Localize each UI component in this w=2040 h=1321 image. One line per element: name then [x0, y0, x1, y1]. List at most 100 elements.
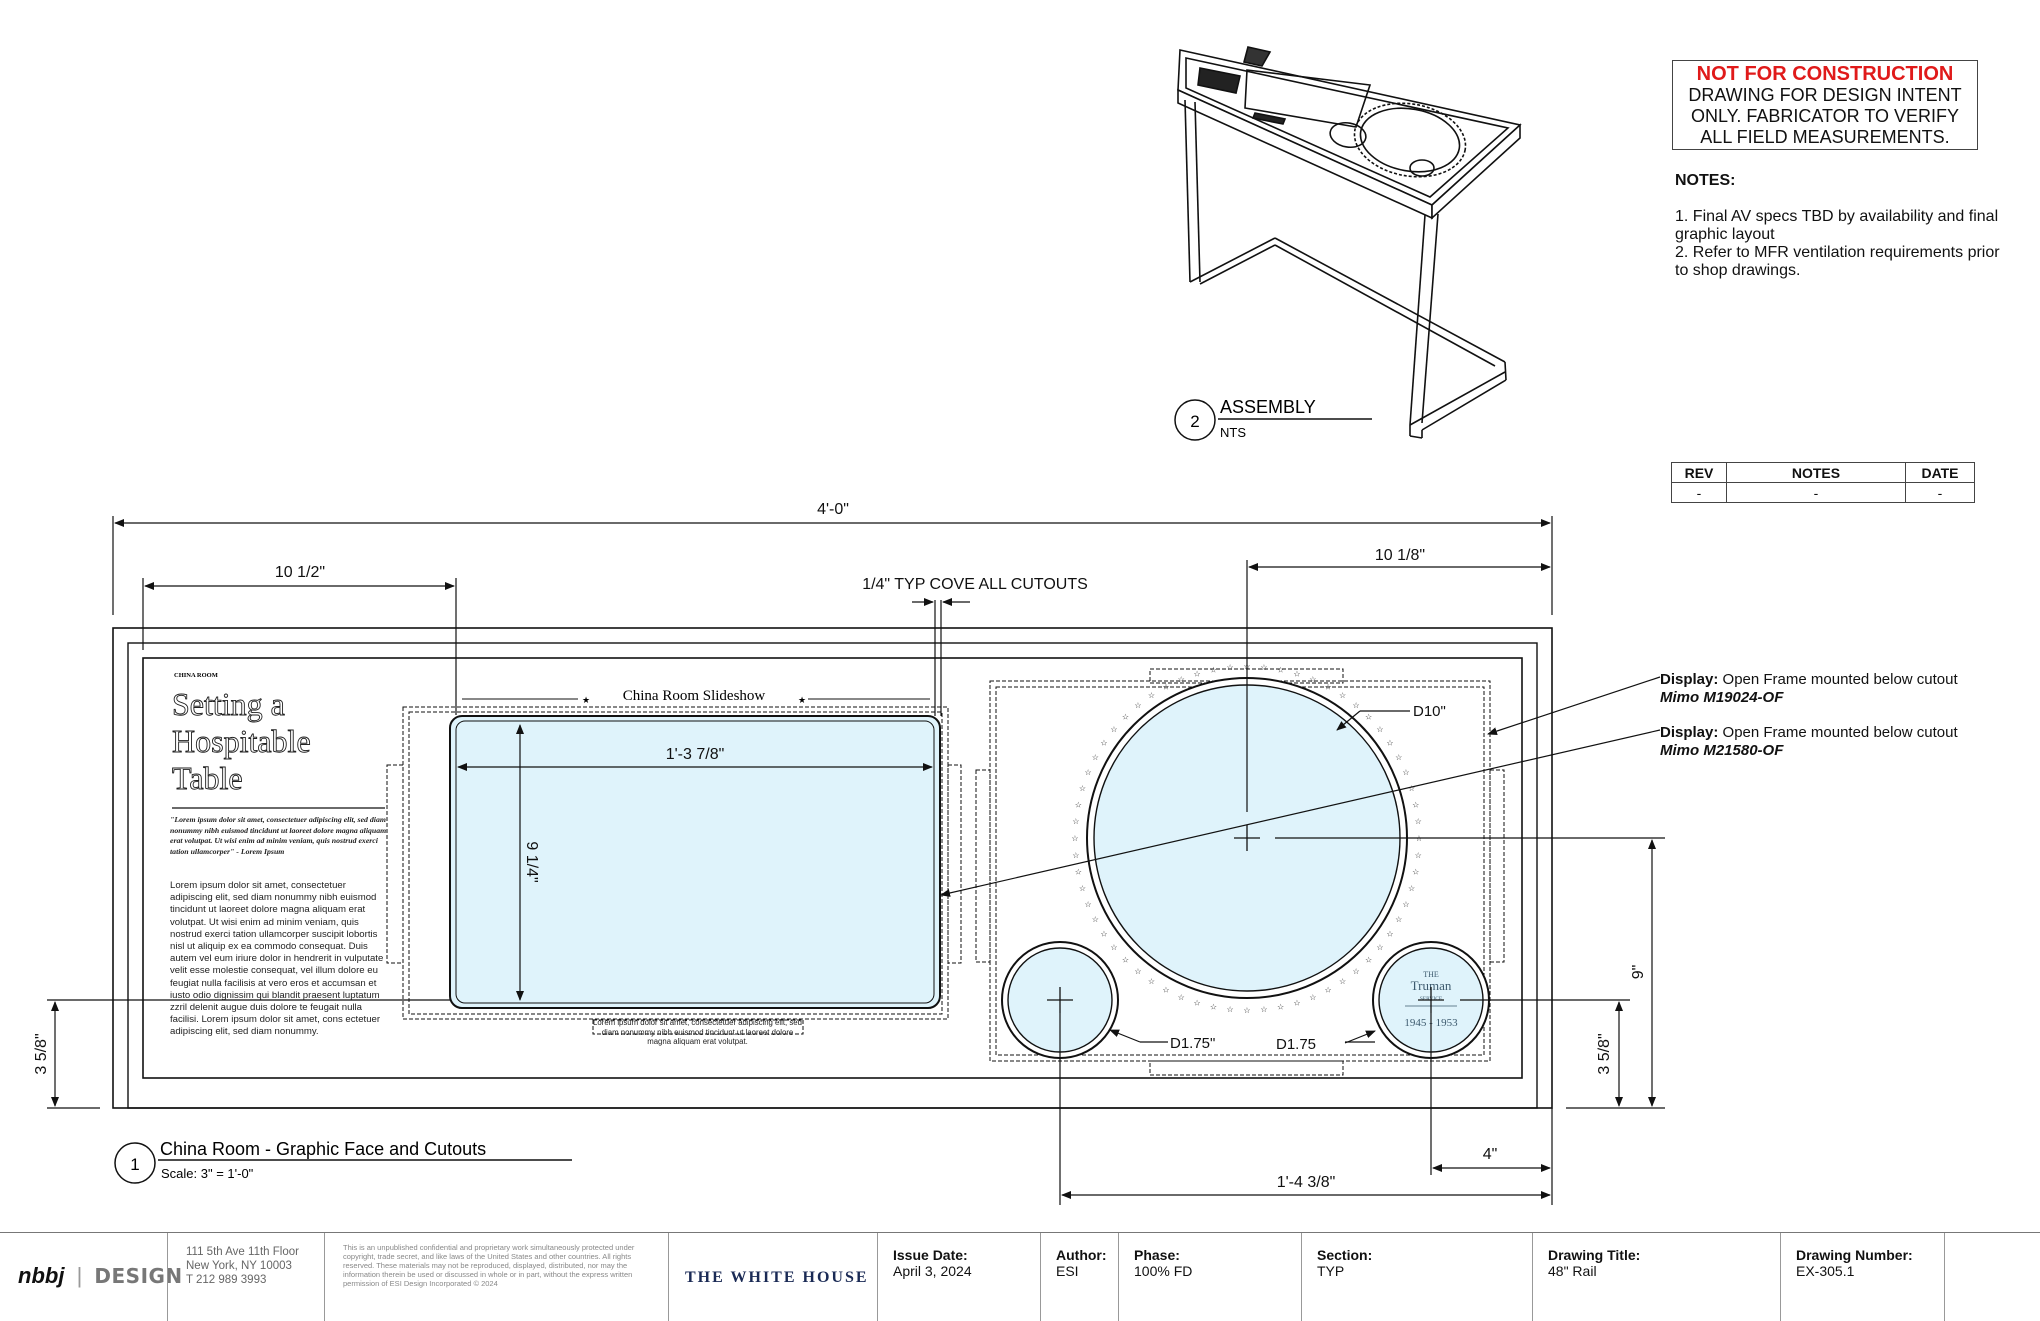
section-label: Section: — [1317, 1247, 1373, 1263]
phase-value: 100% FD — [1134, 1263, 1193, 1279]
callout-2-text: Open Frame mounted below cutout — [1723, 724, 1959, 741]
notes-block: NOTES: 1. Final AV specs TBD by availabi… — [1675, 172, 2005, 280]
dim-screen-width: 1'-3 7/8" — [666, 746, 725, 763]
dim-right-height-low: 3 5/8" — [1596, 1033, 1613, 1074]
stamp-title: NOT FOR CONSTRUCTION — [1696, 63, 1954, 85]
ring-star: ☆ — [1325, 682, 1332, 691]
dimension-labels: 4'-0" 10 1/2" 10 1/8" 1/4" TYP COVE ALL … — [33, 501, 1647, 1191]
rev-cell: - — [1671, 482, 1727, 503]
title-block: nbbj | DESIGN 111 5th Ave 11th Floor New… — [0, 1232, 2040, 1321]
note-item-2: 2. Refer to MFR ventilation requirements… — [1675, 244, 2000, 279]
logo-secondary: DESIGN — [94, 1264, 183, 1288]
assembly-title: ASSEMBLY — [1220, 397, 1316, 417]
ring-star: ☆ — [1293, 669, 1300, 678]
dim-left-height: 3 5/8" — [33, 1033, 50, 1074]
author-cell: Author: ESI — [1056, 1247, 1107, 1279]
drawing-number-cell: Drawing Number: EX-305.1 — [1796, 1247, 1913, 1279]
slideshow-caption: Lorem ipsum dolor sit amet, consectetuer… — [593, 1018, 802, 1046]
ring-star: ☆ — [1365, 712, 1372, 721]
firm-address: 111 5th Ave 11th Floor New York, NY 1000… — [186, 1245, 299, 1287]
issue-date-value: April 3, 2024 — [893, 1263, 972, 1279]
slideshow-title: China Room Slideshow — [623, 688, 766, 704]
section-cell: Section: TYP — [1317, 1247, 1372, 1279]
address-line-3: T 212 989 3993 — [186, 1274, 267, 1286]
ring-star: ☆ — [1148, 977, 1155, 986]
ring-star: ☆ — [1277, 665, 1284, 674]
graphic-body: Lorem ipsum dolor sit amet, consectetuer… — [170, 880, 384, 1038]
ring-star: ☆ — [1210, 665, 1217, 674]
dim-left-offset: 10 1/2" — [275, 564, 325, 581]
rev-notes-header: NOTES — [1726, 462, 1906, 483]
rev-date-cell: - — [1905, 482, 1975, 503]
ring-star: ☆ — [1178, 675, 1185, 684]
ring-star: ☆ — [1100, 738, 1107, 747]
ring-star: ☆ — [1075, 868, 1082, 877]
dim-bottom-right: 4" — [1483, 1146, 1498, 1163]
ring-star: ☆ — [1085, 768, 1092, 777]
phase-cell: Phase: 100% FD — [1134, 1247, 1192, 1279]
stamp-line-3: ALL FIELD MEASUREMENTS. — [1700, 127, 1950, 147]
not-for-construction-stamp: NOT FOR CONSTRUCTION DRAWING FOR DESIGN … — [1672, 60, 1978, 150]
ring-star: ☆ — [1277, 1003, 1284, 1012]
rev-date-header: DATE — [1905, 462, 1975, 483]
ring-star: ☆ — [1260, 1005, 1267, 1014]
ring-star: ☆ — [1353, 701, 1360, 710]
dim-big-circle: D10" — [1413, 703, 1446, 720]
drawing-title-value: 48" Rail — [1548, 1263, 1597, 1279]
plan-view: CHINA ROOM Setting a Hospitable Table "L… — [112, 627, 1553, 1109]
ring-star: ☆ — [1412, 868, 1419, 877]
ring-star: ☆ — [1376, 725, 1383, 734]
firm-logo: nbbj | DESIGN — [18, 1263, 183, 1288]
dim-screen-height: 9 1/4" — [523, 841, 540, 882]
ring-star: ☆ — [1386, 738, 1393, 747]
ring-star: ☆ — [1092, 915, 1099, 924]
ring-star: ☆ — [1194, 669, 1201, 678]
callout-2-model: Mimo M21580-OF — [1660, 742, 1784, 759]
notes-heading: NOTES: — [1675, 172, 1736, 189]
rev-header: REV — [1671, 462, 1727, 483]
drawing-number-value: EX-305.1 — [1796, 1263, 1855, 1279]
ring-star: ☆ — [1325, 986, 1332, 995]
ring-star: ☆ — [1395, 915, 1402, 924]
assembly-label: 2 ASSEMBLY NTS — [1174, 397, 1372, 441]
ring-star: ☆ — [1408, 884, 1415, 893]
drawing-title-label: Drawing Title: — [1548, 1247, 1641, 1263]
dim-overall: 4'-0" — [817, 501, 849, 518]
author-label: Author: — [1056, 1247, 1107, 1263]
display-outline-left — [386, 706, 962, 1020]
ring-star: ☆ — [1415, 851, 1422, 860]
graphic-headline-1: Setting a — [172, 686, 285, 722]
rev-notes-cell: - — [1726, 482, 1906, 503]
stamp-line-2: ONLY. FABRICATOR TO VERIFY — [1690, 106, 1960, 126]
ring-star: ☆ — [1085, 900, 1092, 909]
issue-date-cell: Issue Date: April 3, 2024 — [893, 1247, 972, 1279]
ring-star: ☆ — [1309, 675, 1316, 684]
dim-small-left: D1.75" — [1170, 1035, 1215, 1052]
ring-star: ☆ — [1178, 993, 1185, 1002]
ring-star: ☆ — [1402, 900, 1409, 909]
author-value: ESI — [1056, 1263, 1079, 1279]
assembly-isometric — [1177, 46, 1522, 439]
address-line-1: 111 5th Ave 11th Floor — [186, 1246, 299, 1258]
ring-star: ☆ — [1339, 691, 1346, 700]
ring-star: ☆ — [1227, 663, 1234, 672]
revision-table: REV NOTES DATE - - - — [1671, 462, 1975, 503]
dim-right-offset: 10 1/8" — [1375, 547, 1425, 564]
ring-star: ☆ — [1386, 930, 1393, 939]
callout-1-text: Open Frame mounted below cutout — [1723, 671, 1959, 688]
ring-star: ☆ — [1210, 1003, 1217, 1012]
screen-cutout — [449, 715, 941, 1009]
phase-label: Phase: — [1134, 1247, 1180, 1263]
ring-star: ☆ — [1365, 956, 1372, 965]
ring-star: ☆ — [1110, 943, 1117, 952]
address-line-2: New York, NY 10003 — [186, 1260, 292, 1272]
ring-star: ☆ — [1122, 956, 1129, 965]
ring-star: ☆ — [1395, 753, 1402, 762]
plan-title: China Room - Graphic Face and Cutouts — [160, 1139, 486, 1159]
assembly-number: 2 — [1190, 412, 1199, 431]
ring-star: ☆ — [1134, 701, 1141, 710]
plan-number: 1 — [130, 1155, 139, 1174]
ring-star: ☆ — [1079, 784, 1086, 793]
drawing-title-cell: Drawing Title: 48" Rail — [1548, 1247, 1640, 1279]
